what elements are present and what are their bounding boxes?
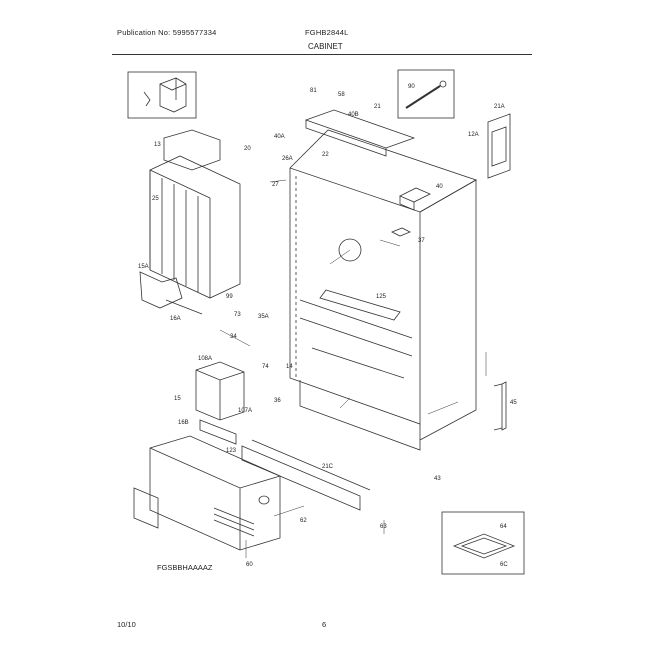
- callout-6C: 6C: [500, 562, 508, 568]
- callout-35A: 35A: [258, 314, 269, 320]
- callout-21A: 21A: [494, 104, 505, 110]
- callout-16A: 16A: [170, 316, 181, 322]
- callout-22: 22: [322, 152, 329, 158]
- callout-73: 73: [234, 312, 241, 318]
- inset-detail-left: [127, 71, 197, 119]
- callout-43: 43: [434, 476, 441, 482]
- callout-99: 99: [226, 294, 233, 300]
- callout-27: 27: [272, 182, 279, 188]
- callout-108A: 108A: [198, 356, 212, 362]
- callout-magnifier: [338, 238, 362, 262]
- leader-lines: [219, 179, 487, 558]
- callout-26A: 26A: [282, 156, 293, 162]
- footer-page-number: 6: [322, 620, 327, 629]
- callout-107A: 107A: [238, 408, 252, 414]
- callout-21: 21: [374, 104, 381, 110]
- display-panel: [487, 113, 511, 179]
- callout-60: 60: [246, 562, 253, 568]
- callout-58: 58: [338, 92, 345, 98]
- inset-tool-box: [397, 69, 455, 119]
- callout-90: 90: [408, 84, 415, 90]
- callout-36: 36: [274, 398, 281, 404]
- callout-34: 34: [230, 334, 237, 340]
- callout-62: 62: [300, 518, 307, 524]
- callout-81: 81: [310, 88, 317, 94]
- callout-25: 25: [152, 196, 159, 202]
- diagram-code: FGSBBHAAAAZ: [157, 563, 213, 572]
- top-hinge-assembly: [304, 109, 431, 237]
- callout-64: 64: [500, 524, 507, 530]
- callout-20: 20: [244, 146, 251, 152]
- section-title: CABINET: [308, 42, 343, 51]
- side-bracket: [493, 381, 507, 431]
- model-number: FGHB2844L: [305, 28, 349, 37]
- inset-detail-right: [441, 511, 525, 575]
- publication-number: Publication No: 5995577334: [117, 28, 217, 37]
- callout-74: 74: [262, 364, 269, 370]
- callout-15A: 15A: [138, 264, 149, 270]
- callout-40B: 40B: [348, 112, 359, 118]
- callout-21C: 21C: [322, 464, 334, 470]
- callout-13: 13: [154, 142, 161, 148]
- callout-40A: 40A: [274, 134, 285, 140]
- callout-63: 63: [380, 524, 387, 530]
- callout-123: 123: [226, 448, 237, 454]
- callout-labels: 90 21A 12A 40 37 45 64 6C 125 15A 16A 10…: [138, 84, 517, 568]
- kick-plate: [241, 439, 371, 511]
- footer-date: 10/10: [117, 620, 136, 629]
- callout-40: 40: [436, 184, 443, 190]
- header-rule: [112, 54, 532, 55]
- callout-16B: 16B: [178, 420, 189, 426]
- callout-15: 15: [174, 396, 181, 402]
- cabinet-body: [289, 129, 477, 451]
- callout-125: 125: [376, 294, 387, 300]
- left-dispenser-assembly: [139, 129, 241, 315]
- ice-bin: [195, 361, 245, 445]
- callout-12A: 12A: [468, 132, 479, 138]
- front-panel: [133, 435, 281, 551]
- callout-37: 37: [418, 238, 425, 244]
- callout-14: 14: [286, 364, 293, 370]
- callout-45: 45: [510, 400, 517, 406]
